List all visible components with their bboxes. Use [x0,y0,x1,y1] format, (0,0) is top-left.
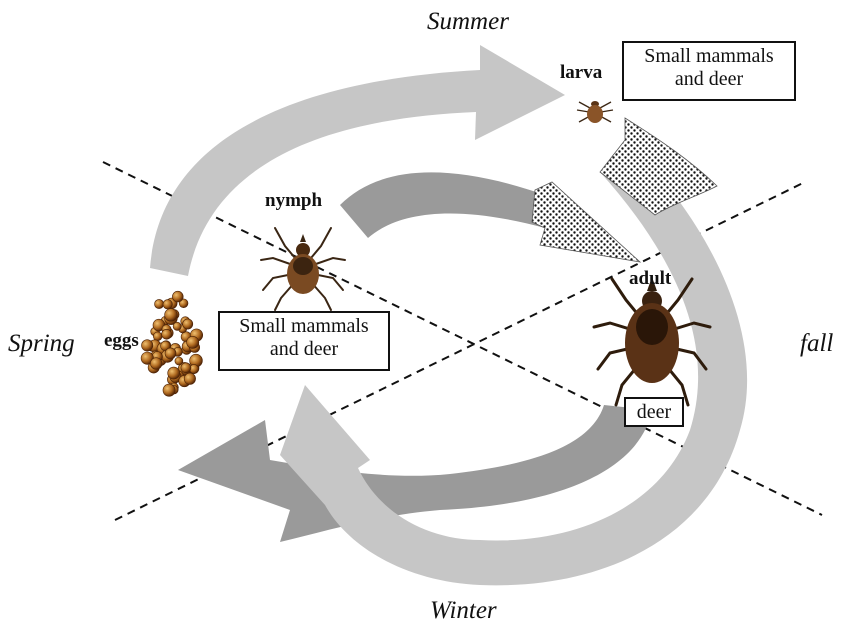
egg [165,348,176,359]
egg [187,336,199,348]
host-box-larva: Small mammals and deer [622,41,796,101]
egg [163,384,175,396]
eggs-cluster-icon [141,291,203,396]
egg [168,367,180,379]
egg [181,363,191,373]
host-box-nymph: Small mammals and deer [218,311,390,371]
egg [163,300,172,309]
egg [184,373,195,384]
host-larva-line-2: and deer [624,68,794,91]
dotted-segment-larva [600,118,717,215]
stage-eggs-label: eggs [104,330,139,352]
season-spring-label: Spring [8,330,75,358]
stage-nymph-label: nymph [265,190,322,212]
egg [150,358,162,370]
season-winter-label: Winter [430,597,497,625]
egg [153,332,162,341]
egg [155,299,164,308]
egg [183,319,193,329]
tick-nymph-icon [261,228,345,310]
tick-larva-icon [577,101,613,123]
arrow-eggs-to-larva [150,45,565,276]
host-larva-line-1: Small mammals [624,45,794,68]
season-fall-label: fall [800,330,833,358]
host-box-adult: deer [624,397,684,427]
egg [165,309,178,322]
egg [162,329,172,339]
stage-adult-label: adult [629,268,671,290]
host-adult-line-1: deer [626,401,682,424]
host-nymph-line-2: and deer [220,338,388,361]
arrow-adult-to-eggs [178,405,652,542]
egg [172,291,183,302]
egg [173,322,181,330]
stage-larva-label: larva [560,62,602,84]
season-summer-label: Summer [427,8,509,36]
egg [175,357,183,365]
host-nymph-line-1: Small mammals [220,315,388,338]
egg [142,340,153,351]
